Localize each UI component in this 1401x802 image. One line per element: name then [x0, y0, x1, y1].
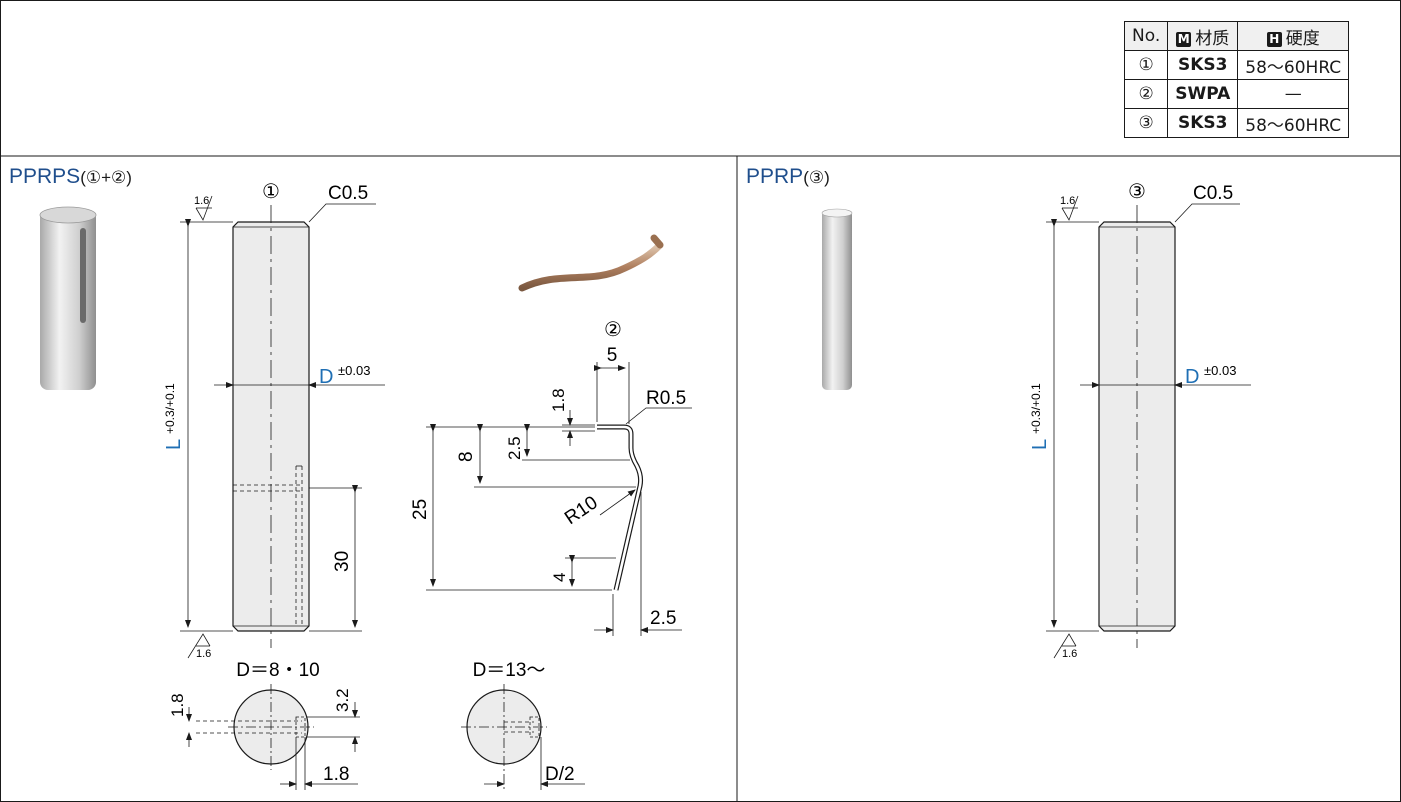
pin-3-marker: ③	[1128, 181, 1146, 203]
row-material: SKS3	[1167, 50, 1239, 80]
spring-radius-small: R0.5	[646, 388, 686, 409]
row-no: ①	[1123, 50, 1169, 80]
row-hardness: 58～60HRC	[1237, 50, 1350, 80]
pin-3-drawing	[1046, 195, 1251, 659]
header-no: No.	[1123, 21, 1169, 51]
material-tag-icon: M	[1176, 31, 1192, 47]
spring-dim-25: 25	[410, 499, 431, 520]
right-panel-title-text: PPRP	[746, 165, 804, 188]
section-small-dim-3-2: 3.2	[333, 688, 352, 712]
pin-3-length-label: L	[1029, 439, 1051, 450]
spring-width: 5	[607, 345, 618, 366]
pin-1-hole-position: 30	[332, 551, 353, 572]
table-row: ① SKS3 58～60HRC	[1123, 50, 1350, 80]
left-panel-title-parts: (①+②)	[80, 168, 132, 187]
pin-1-length-label: L	[163, 439, 185, 450]
spring-dim-top: 1.8	[549, 388, 568, 412]
spring-dim-offset: 2.5	[650, 608, 676, 629]
pin-1-length-tol: +0.3/+0.1	[163, 383, 177, 434]
table-row: ② SWPA —	[1123, 79, 1350, 109]
row-no: ②	[1123, 79, 1169, 109]
header-hardness-label: 硬度	[1285, 28, 1320, 49]
spring-3d-image	[518, 234, 664, 292]
section-large-dim-bottom: D/2	[545, 764, 575, 785]
pin-3d-image	[39, 206, 97, 390]
pin-1-marker: ①	[262, 181, 280, 203]
row-material: SWPA	[1167, 79, 1239, 109]
section-small-title: D＝8・10	[236, 660, 319, 681]
pin-3-diameter-tol: ±0.03	[1204, 363, 1236, 378]
spring-marker: ②	[604, 319, 622, 341]
pin-1-drawing	[180, 195, 385, 659]
header-material-label: 材质	[1195, 28, 1230, 49]
spring-dim-4: 4	[550, 573, 569, 582]
row-hardness: —	[1237, 79, 1350, 109]
table-row: ③ SKS3 58～60HRC	[1123, 108, 1350, 138]
spring-dim-2-5: 2.5	[505, 436, 524, 460]
section-large-drawing	[461, 684, 585, 790]
left-panel-title-text: PPRPS	[9, 165, 81, 188]
row-no: ③	[1123, 108, 1169, 138]
pin-3-3d-image	[821, 208, 853, 390]
pin-3-length-tol: +0.3/+0.1	[1029, 383, 1043, 434]
hardness-tag-icon: H	[1266, 31, 1282, 47]
pin-1-roughness-bottom: 1.6	[196, 648, 211, 660]
section-small-dim-hole: 1.8	[168, 693, 187, 717]
right-panel-title: PPRP(③)	[746, 165, 830, 189]
spring-dim-8: 8	[456, 451, 477, 462]
row-hardness: 58～60HRC	[1237, 108, 1350, 138]
section-small-drawing	[186, 684, 360, 790]
pin-3-chamfer: C0.5	[1193, 183, 1233, 204]
pin-1-chamfer: C0.5	[328, 183, 368, 204]
pin-3-roughness-bottom: 1.6	[1062, 648, 1077, 660]
pin-1-diameter-label: D	[319, 366, 333, 388]
section-small-dim-bottom: 1.8	[323, 764, 349, 785]
row-material: SKS3	[1167, 108, 1239, 138]
spring-radius-large: R10	[561, 492, 602, 529]
pin-1-roughness-top: 1.6	[194, 195, 209, 207]
pin-1-diameter-tol: ±0.03	[338, 363, 370, 378]
spring-drawing	[426, 362, 692, 636]
section-large-title: D＝13～	[473, 660, 546, 681]
left-panel-title: PPRPS(①+②)	[9, 165, 132, 189]
right-panel-title-parts: (③)	[803, 168, 830, 187]
pin-3-roughness-top: 1.6	[1060, 195, 1075, 207]
pin-3-diameter-label: D	[1185, 366, 1199, 388]
